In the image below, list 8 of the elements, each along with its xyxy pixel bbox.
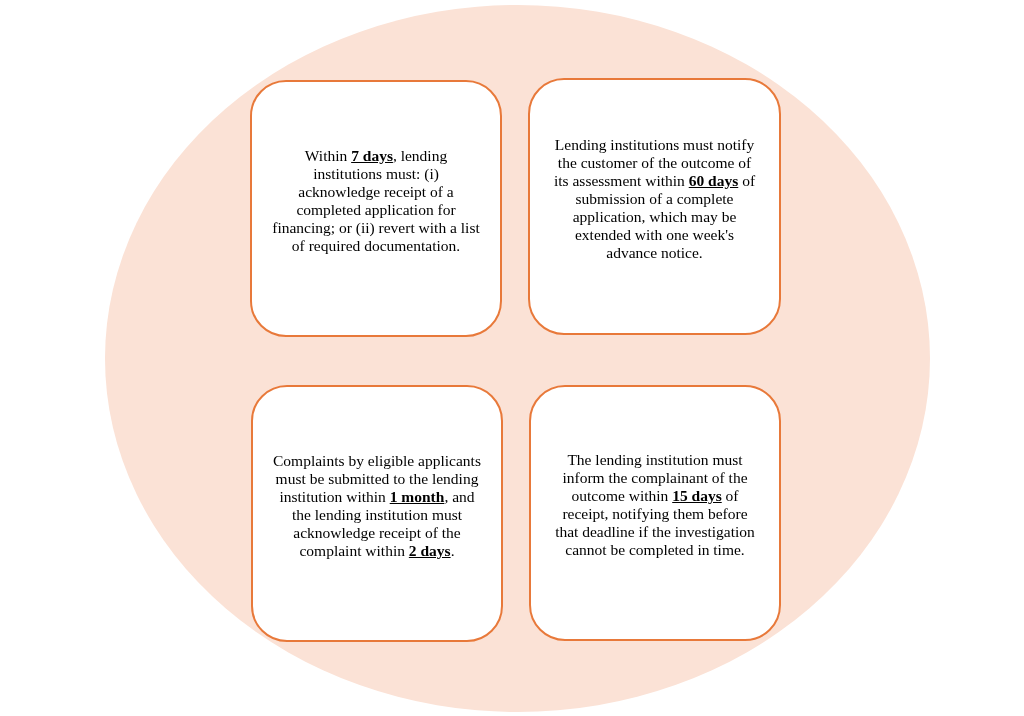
box-text: The lending institution must inform the complainant of the outcome within 15 days of receipt, notifying them before that deadline if the investigation cannot be completed in time. bbox=[554, 451, 756, 559]
box-text: Within 7 days, lending institutions must: (i) acknowledge receipt of a completed application for financing; or (ii) revert with a list of required documentation. bbox=[272, 146, 480, 255]
box-text: Complaints by eligible applicants must be submitted to the lending institution within 1 month, and the lending institution must acknowledge receipt of the complaint within 2 days. bbox=[273, 451, 481, 560]
text-box bbox=[529, 385, 781, 641]
text-box bbox=[528, 78, 781, 335]
box-text: Lending institutions must notify the customer of the outcome of its assessment within 60 days of submission of a complete application, which may be extended with one week's advance notice. bbox=[552, 135, 757, 262]
text-box bbox=[251, 385, 503, 642]
text-box bbox=[250, 80, 502, 337]
